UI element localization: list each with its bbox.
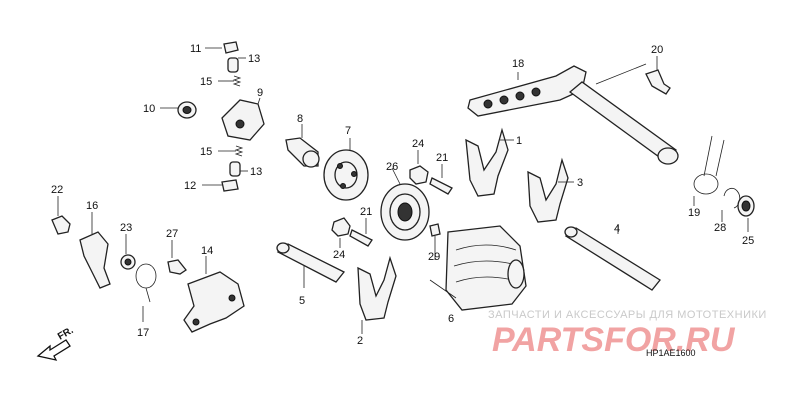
- part-8-end: [302, 150, 320, 168]
- part-29-shape: [429, 223, 441, 237]
- part-9-hole: [235, 119, 245, 129]
- part-label-23: 23: [120, 222, 132, 234]
- part-label-27: 27: [166, 228, 178, 240]
- watermark-tagline: ЗАПЧАСТИ И АКСЕССУАРЫ ДЛЯ МОТОТЕХНИКИ: [488, 309, 767, 321]
- part-1-shape: [465, 127, 509, 197]
- part-label-26: 26: [386, 161, 398, 173]
- part-label-13-upper: 13: [248, 53, 260, 65]
- part-label-28: 28: [714, 222, 726, 234]
- drawing-code: HP1AE1600: [646, 348, 696, 358]
- part-12-shape: [221, 179, 239, 192]
- part-label-7: 7: [345, 125, 351, 137]
- part-label-8: 8: [297, 113, 303, 125]
- part-18-hole-b: [499, 95, 509, 105]
- part-label-21-lower: 21: [360, 206, 372, 218]
- part-label-25: 25: [742, 235, 754, 247]
- part-label-2: 2: [357, 335, 363, 347]
- part-7-hole-a: [337, 163, 343, 169]
- part-22-shape: [51, 215, 71, 235]
- part-label-10: 10: [143, 103, 155, 115]
- part-label-3: 3: [577, 177, 583, 189]
- part-21-upper-shape: [429, 177, 453, 195]
- part-9-shape: [221, 99, 265, 141]
- part-18-hole-d: [531, 87, 541, 97]
- part-label-4: 4: [614, 223, 620, 235]
- part-5-end: [276, 242, 290, 254]
- part-label-24-upper: 24: [412, 138, 424, 150]
- part-3-shape: [527, 157, 569, 223]
- front-marker: FR.: [36, 325, 76, 361]
- part-15-upper-shape: [232, 75, 242, 87]
- front-arrow-icon: [36, 339, 71, 361]
- part-label-22: 22: [51, 184, 63, 196]
- part-label-12: 12: [184, 180, 196, 192]
- part-7-hole-c: [340, 183, 346, 189]
- part-15-lower-shape: [234, 145, 244, 157]
- part-13-lower-shape: [229, 161, 241, 177]
- part-label-29: 29: [428, 251, 440, 263]
- part-label-20: 20: [651, 44, 663, 56]
- part-24-lower-shape: [331, 217, 351, 237]
- part-23-hole: [124, 258, 132, 266]
- part-labels: 1 2 3 4 5 6 7 8 9 10 11 12 13 13 14 15 1…: [51, 43, 754, 347]
- part-4-end: [564, 226, 578, 238]
- part-26-hole: [397, 202, 413, 222]
- part-13-upper-shape: [227, 57, 239, 73]
- part-18-spline: [657, 147, 679, 165]
- part-7-hole-b: [351, 171, 357, 177]
- part-label-9: 9: [257, 87, 263, 99]
- part-16-shape: [79, 231, 111, 289]
- part-14-shape: [183, 271, 245, 333]
- leader-lines: [57, 47, 749, 334]
- part-11-shape: [223, 41, 239, 54]
- part-25-hole: [741, 200, 751, 212]
- part-label-5: 5: [299, 295, 305, 307]
- part-label-18: 18: [512, 58, 524, 70]
- part-label-16: 16: [86, 200, 98, 212]
- part-27-shape: [167, 259, 187, 275]
- part-label-15-lower: 15: [200, 146, 212, 158]
- part-4-shape: [564, 227, 661, 291]
- part-18-arm: [467, 65, 587, 117]
- part-21-lower-shape: [349, 229, 373, 247]
- part-18-spindle: [568, 81, 677, 163]
- part-label-24-lower: 24: [333, 249, 345, 261]
- part-label-21-upper: 21: [436, 152, 448, 164]
- part-label-11: 11: [190, 43, 201, 55]
- part-19-shape: [693, 135, 725, 195]
- part-18-hole-c: [515, 91, 525, 101]
- front-marker-label: FR.: [56, 325, 76, 343]
- part-20-shape: [645, 69, 671, 95]
- part-14-hole-b: [228, 294, 236, 302]
- part-18-hole-a: [483, 99, 493, 109]
- part-label-19: 19: [688, 207, 700, 219]
- part-label-14: 14: [201, 245, 213, 257]
- part-24-upper-shape: [409, 165, 429, 185]
- part-label-17: 17: [137, 327, 149, 339]
- part-17-shape: [135, 263, 157, 303]
- part-label-6: 6: [448, 313, 454, 325]
- part-6-end: [507, 259, 525, 289]
- watermark-logo: PARTSFOR.RU: [492, 321, 736, 359]
- part-label-1: 1: [516, 135, 522, 147]
- part-10-hole: [182, 106, 192, 114]
- part-label-13-lower: 13: [250, 166, 262, 178]
- part-label-15-upper: 15: [200, 76, 212, 88]
- part-14-hole-a: [192, 318, 200, 326]
- part-2-shape: [357, 255, 397, 321]
